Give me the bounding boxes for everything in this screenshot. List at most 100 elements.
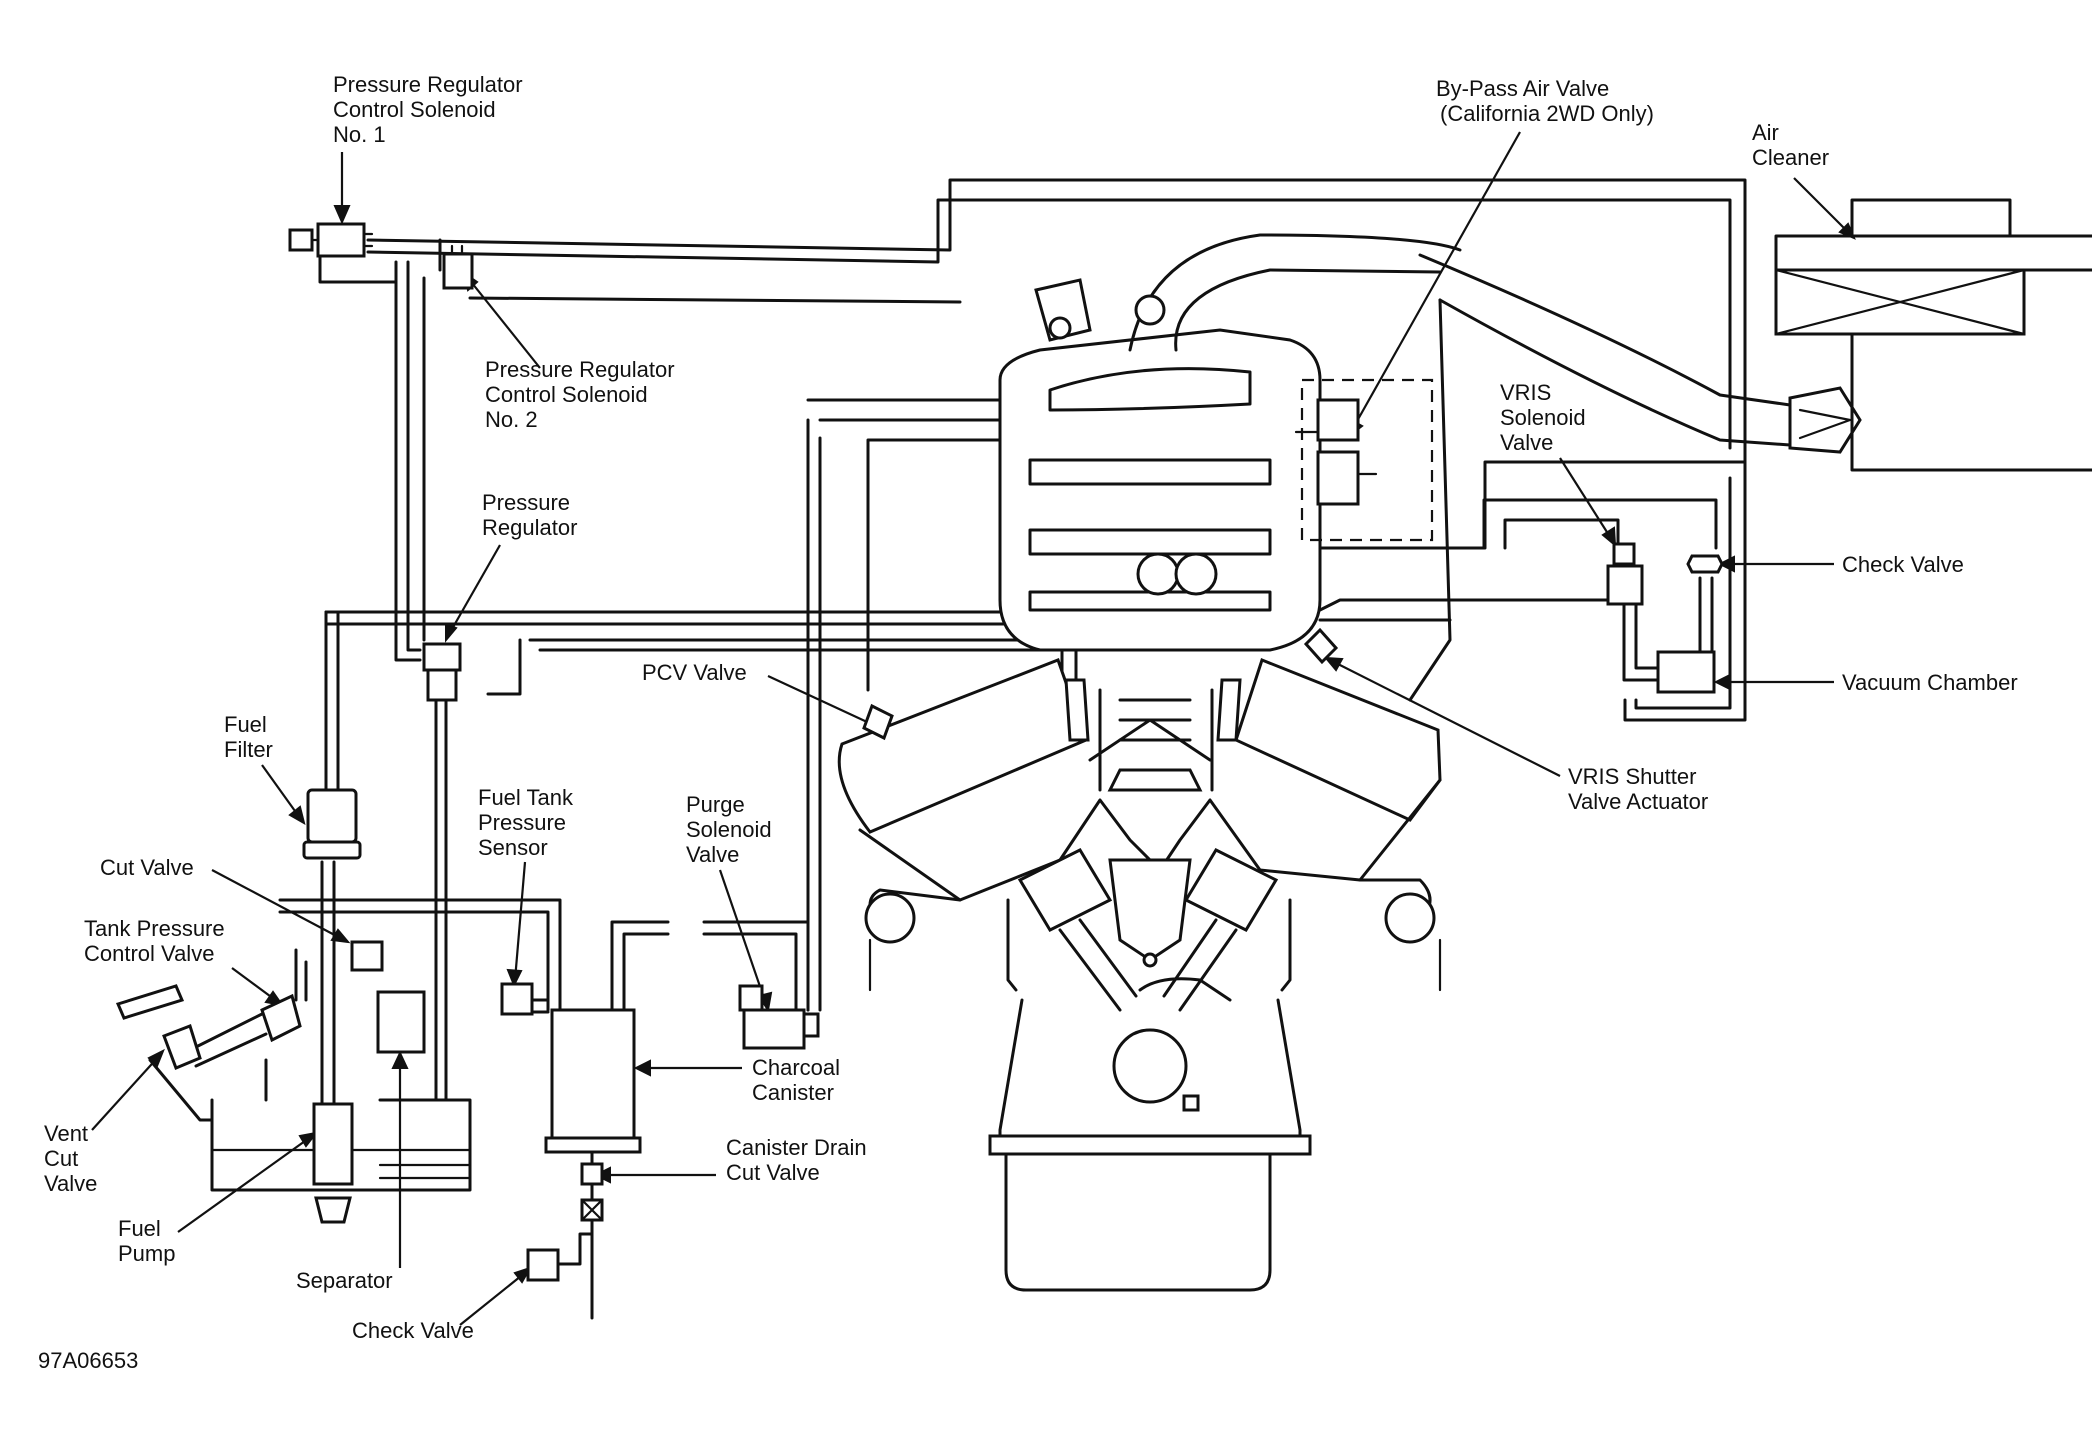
label-cut-valve-line1: Cut Valve: [100, 855, 194, 880]
label-pressure-regulator-line1: Pressure: [482, 490, 570, 515]
arrowhead-vacuum-chamber: [1713, 673, 1731, 691]
label-vent-cut-line2: Cut: [44, 1146, 78, 1171]
separator: [376, 990, 426, 1054]
vris-solenoid-to-chamber: [1622, 598, 1660, 682]
fuel-level-hatch: [378, 1163, 472, 1180]
intake-center-v: [1088, 718, 1212, 762]
arrowhead-fuel-filter: [288, 805, 306, 826]
bypass-air-valve-upper: [1316, 398, 1360, 442]
air-duct-lower: [1438, 298, 1792, 447]
label-check-valve-right: Check Valve: [1842, 552, 1964, 577]
bypass-air-valve: [1294, 378, 1434, 542]
plenum-throat-right: [1174, 552, 1218, 596]
label-vent-cut-line3: Valve: [44, 1171, 97, 1196]
plenum-body: [998, 328, 1322, 652]
fuel-pump-strainer: [314, 1196, 352, 1224]
fuel-filter: [302, 788, 362, 860]
label-fuel-pump-line1: Fuel: [118, 1216, 161, 1241]
arrowhead-vris-solenoid: [1601, 526, 1617, 548]
label-fuel-tank-sensor: Fuel Tank Pressure Sensor: [478, 785, 574, 860]
vacuum-chamber: [1656, 650, 1716, 694]
leader-purge-solenoid: [718, 869, 768, 1005]
arrowhead-charcoal-canister: [633, 1059, 651, 1077]
hose-prc2-to-intake: [468, 296, 962, 304]
fuel-pump: [312, 1102, 354, 1224]
leader-check-valve-bottom: [459, 1271, 527, 1326]
hose-prc1-down-a: [394, 260, 422, 662]
purge-solenoid-body: [742, 1008, 806, 1050]
label-air-cleaner-line1: Air: [1752, 120, 1779, 145]
tpcv-body: [260, 993, 302, 1043]
arrowhead-separator: [391, 1050, 409, 1069]
vent-cut-cap: [115, 984, 185, 1020]
spark-plug-wells: [1006, 898, 1292, 992]
air-cleaner-housing: [1774, 234, 2092, 472]
leader-air-cleaner: [1793, 177, 1851, 235]
vris-chamber-return: [1623, 460, 1747, 722]
figure-id: 97A06653: [38, 1348, 138, 1373]
prc1-connector: [288, 228, 314, 252]
connecting-rods: [1058, 918, 1238, 1012]
label-pressure-regulator: Pressure Regulator: [482, 490, 577, 540]
label-fuel-filter-line2: Filter: [224, 737, 273, 762]
label-check-valve-right-line1: Check Valve: [1842, 552, 1964, 577]
left-cylinder-head: [837, 658, 1088, 834]
plenum-throat-left: [1136, 552, 1180, 596]
label-fuel-tank-sensor-line2: Pressure: [478, 810, 566, 835]
fuel-filter-to-pump: [320, 860, 336, 1112]
vris-solenoid-top: [1503, 518, 1620, 550]
vris-check-top: [1318, 498, 1718, 550]
air-cleaner-top: [1850, 198, 2092, 238]
canister-drain-cut-valve: [580, 1150, 604, 1320]
separator-body: [376, 990, 426, 1054]
label-prc1-line2: Control Solenoid: [333, 97, 496, 122]
right-piston: [1183, 848, 1279, 932]
crankshaft-pulley: [1112, 1028, 1188, 1104]
label-fuel-tank-sensor-line1: Fuel Tank: [478, 785, 574, 810]
label-fuel-tank-sensor-line3: Sensor: [478, 835, 548, 860]
label-separator-line1: Separator: [296, 1268, 393, 1293]
purge-solenoid-port: [802, 1012, 820, 1038]
fuel-tank-pressure-sensor: [500, 982, 534, 1016]
label-canister-drain-line1: Canister Drain: [726, 1135, 867, 1160]
label-vris-solenoid: VRIS Solenoid Valve: [1500, 380, 1586, 455]
left-piston: [1017, 848, 1113, 932]
cut-valve-body: [350, 940, 384, 972]
label-bypass-air-line2: (California 2WD Only): [1440, 101, 1654, 126]
label-tank-pressure-control-line1: Tank Pressure: [84, 916, 225, 941]
vacuum-hoses: [264, 178, 1747, 1112]
prc1-ports: [310, 232, 374, 248]
label-purge-solenoid-line1: Purge: [686, 792, 745, 817]
air-duct-upper: [1418, 253, 1792, 407]
label-prc2-line2: Control Solenoid: [485, 382, 648, 407]
throttle-body-sensor: [1134, 294, 1166, 326]
canister-drain-cut-valve-body: [580, 1162, 604, 1186]
purge-solenoid-connector: [738, 984, 764, 1012]
label-prc1: Pressure Regulator Control Solenoid No. …: [333, 72, 523, 147]
label-prc2-line1: Pressure Regulator: [485, 357, 675, 382]
air-duct-connector-ribs: [1798, 408, 1852, 440]
check-valve-bottom-hose: [556, 1232, 594, 1266]
left-exhaust-manifold: [864, 892, 916, 944]
center-v-valley: [1108, 858, 1192, 962]
label-fuel-filter-line1: Fuel: [224, 712, 267, 737]
pressure-regulator-upper: [422, 642, 462, 672]
label-charcoal-canister-line2: Canister: [752, 1080, 834, 1105]
label-charcoal-canister: Charcoal Canister: [752, 1055, 840, 1105]
label-pcv-valve: PCV Valve: [642, 660, 747, 685]
vacuum-chamber-body: [1656, 650, 1716, 694]
label-air-cleaner: Air Cleaner: [1752, 120, 1829, 170]
label-vris-solenoid-line1: VRIS: [1500, 380, 1551, 405]
charcoal-canister-base: [544, 1136, 642, 1154]
intake-center-runners: [1098, 688, 1214, 792]
fuel-filter-base: [302, 840, 362, 860]
label-tank-pressure-control: Tank Pressure Control Valve: [84, 916, 225, 966]
crank-pin: [1142, 952, 1158, 968]
label-vacuum-chamber-line1: Vacuum Chamber: [1842, 670, 2018, 695]
leader-fuel-tank-sensor: [513, 861, 527, 981]
fuel-pump-body: [312, 1102, 354, 1186]
arrowhead-check-valve-bottom: [513, 1266, 533, 1284]
right-cylinder-head: [1234, 658, 1442, 822]
right-exhaust-manifold: [1384, 892, 1436, 944]
